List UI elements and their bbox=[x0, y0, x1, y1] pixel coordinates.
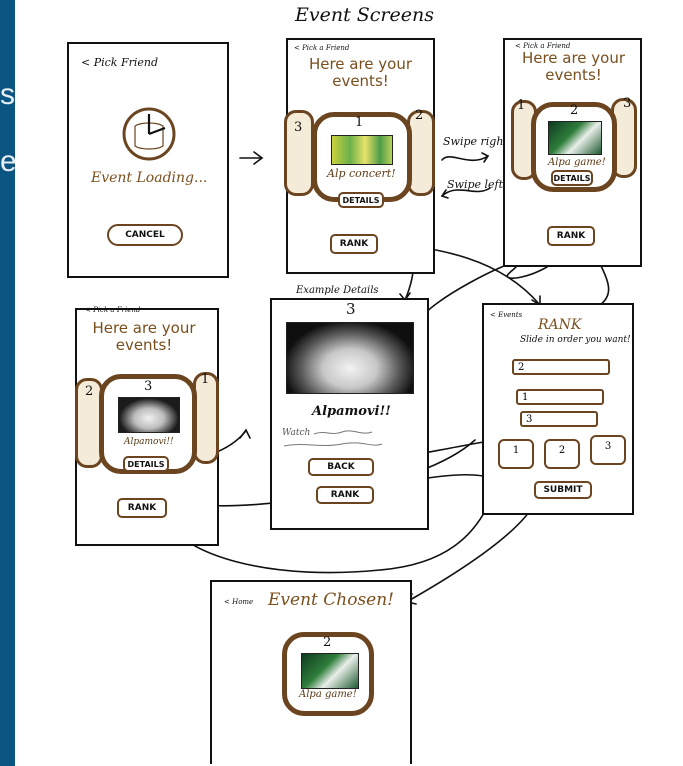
game-image bbox=[548, 121, 602, 155]
event-name: Alpa game! bbox=[548, 157, 606, 168]
right-card-number: 1 bbox=[201, 372, 209, 387]
rank-slot-1[interactable]: 2 bbox=[512, 359, 610, 375]
details-event-name: Alpamovi!! bbox=[312, 404, 391, 419]
rank-title: RANK bbox=[538, 317, 581, 333]
movie-image bbox=[118, 397, 180, 433]
screen-rank: < Events RANK Slide in order you want! 2… bbox=[482, 303, 634, 515]
events-heading: Here are your events! bbox=[89, 320, 199, 354]
screen-loading: < Pick Friend Event Loading... CANCEL bbox=[67, 42, 229, 278]
screen-details: 3 Alpamovi!! Watch BACK RANK bbox=[270, 298, 429, 530]
chosen-event-name: Alpa game! bbox=[299, 689, 357, 700]
loading-status: Event Loading... bbox=[91, 170, 207, 186]
rank-button[interactable]: RANK bbox=[330, 234, 378, 254]
details-button[interactable]: DETAILS bbox=[338, 192, 384, 208]
left-card-number: 2 bbox=[85, 384, 93, 399]
rank-button[interactable]: RANK bbox=[117, 498, 167, 518]
card-number: 2 bbox=[570, 103, 578, 118]
rank-slot-3[interactable]: 3 bbox=[520, 411, 598, 427]
cancel-button[interactable]: CANCEL bbox=[107, 224, 183, 246]
concert-image bbox=[331, 135, 393, 165]
screen-events-2: < Pick a Friend Here are your events! 1 … bbox=[503, 38, 642, 267]
rank-box-2[interactable]: 2 bbox=[544, 439, 580, 469]
note-swipe-left: Swipe left bbox=[447, 178, 503, 191]
event-name: Alp concert! bbox=[327, 167, 396, 180]
arrow-swipe-right bbox=[442, 156, 488, 160]
back-link[interactable]: < Pick Friend bbox=[81, 56, 158, 69]
chosen-image bbox=[301, 653, 359, 689]
rank-box-3[interactable]: 3 bbox=[590, 435, 626, 465]
screen-events-3: < Pick a Friend Here are your events! 2 … bbox=[75, 308, 219, 546]
clock-icon bbox=[119, 104, 179, 164]
back-link[interactable]: < Pick a Friend bbox=[294, 44, 349, 52]
back-link[interactable]: < Events bbox=[490, 311, 522, 319]
details-number: 3 bbox=[346, 300, 356, 318]
arrowhead-details3 bbox=[240, 430, 250, 438]
back-link[interactable]: < Home bbox=[224, 598, 253, 606]
right-card-number: 3 bbox=[623, 96, 631, 111]
submit-button[interactable]: SUBMIT bbox=[534, 481, 592, 499]
event-card[interactable]: 1 Alp concert! bbox=[312, 112, 412, 202]
events-heading: Here are your events! bbox=[521, 50, 626, 84]
right-card-number: 2 bbox=[415, 108, 423, 123]
event-name: Alpamovi!! bbox=[124, 437, 174, 447]
screen-events-1: < Pick a Friend Here are your events! 3 … bbox=[286, 38, 435, 274]
rank-box-1[interactable]: 1 bbox=[498, 439, 534, 469]
details-button[interactable]: DETAILS bbox=[551, 170, 593, 186]
details-caption: Example Details bbox=[296, 285, 379, 296]
rank-slot-2[interactable]: 1 bbox=[516, 389, 604, 405]
left-card-number: 1 bbox=[517, 98, 525, 113]
rank-button[interactable]: RANK bbox=[547, 226, 595, 246]
events-heading: Here are your events! bbox=[298, 56, 423, 90]
chosen-title: Event Chosen! bbox=[268, 590, 394, 610]
details-button[interactable]: DETAILS bbox=[123, 456, 169, 472]
note-swipe-right: Swipe right bbox=[443, 135, 508, 148]
screen-event-chosen: < Home Event Chosen! 2 Alpa game! bbox=[210, 580, 412, 764]
card-number: 1 bbox=[355, 115, 363, 130]
card-number: 3 bbox=[144, 379, 152, 394]
left-card-number: 3 bbox=[294, 120, 302, 135]
back-link[interactable]: < Pick a Friend bbox=[85, 306, 140, 314]
chosen-card: 2 Alpa game! bbox=[282, 632, 374, 716]
back-button[interactable]: BACK bbox=[308, 458, 374, 476]
rank-button[interactable]: RANK bbox=[316, 486, 374, 504]
details-image bbox=[286, 322, 414, 394]
chosen-number: 2 bbox=[323, 635, 331, 650]
rank-instruction: Slide in order you want! bbox=[520, 335, 631, 345]
